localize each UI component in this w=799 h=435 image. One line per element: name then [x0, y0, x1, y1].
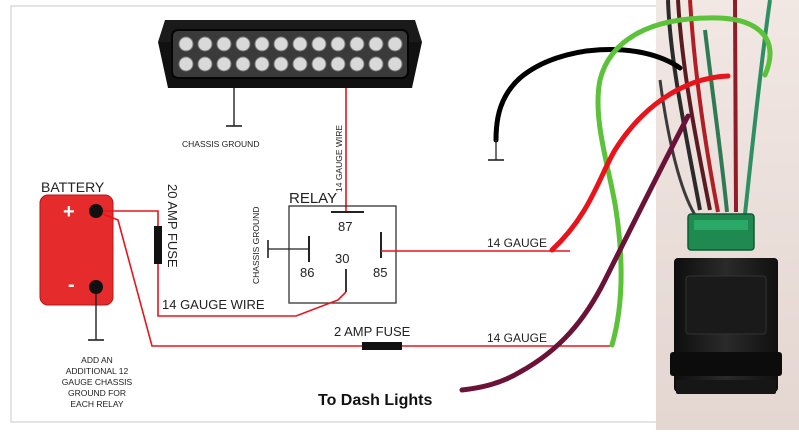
photo-wire-red: [688, 0, 720, 213]
photo-wire-maroon: [676, 0, 712, 211]
relay-pin-87: 87: [338, 219, 352, 234]
led: [216, 56, 232, 72]
relay-title: RELAY: [289, 190, 337, 207]
switch-bezel: [670, 352, 782, 376]
relay-pin-86: 86: [300, 265, 314, 280]
led: [273, 56, 289, 72]
led: [292, 36, 308, 52]
led: [216, 36, 232, 52]
amp-fuse-bottom-label: 2 AMP FUSE: [334, 324, 411, 339]
ground-note-line-3: GAUGE CHASSIS: [62, 377, 133, 387]
battery-negative-terminal: [89, 280, 103, 294]
battery-plus-label: +: [63, 201, 75, 223]
battery-body: [39, 194, 114, 306]
led: [235, 36, 251, 52]
gauge-wire-vertical-label: 14 GAUGE WIRE: [334, 125, 344, 192]
led: [254, 36, 270, 52]
switch-photo: [656, 0, 799, 430]
ground-note-line-2: ADDITIONAL 12: [66, 366, 129, 376]
battery-title: BATTERY: [41, 179, 105, 195]
led: [254, 56, 270, 72]
ground-note-line-4: GROUND FOR: [68, 388, 126, 398]
connector-green: [687, 213, 755, 251]
led: [235, 56, 251, 72]
gauge-wire-bottom-label: 14 GAUGE WIRE: [162, 297, 265, 312]
fuse-icon-20amp: [154, 226, 162, 264]
wire-battery-to-relay30: [103, 210, 347, 317]
dash-lights-label: To Dash Lights: [318, 392, 432, 409]
led: [197, 56, 213, 72]
battery-minus-label: -: [68, 274, 75, 296]
led-light-bar-icon: [158, 20, 422, 88]
ground-note-line-1: ADD AN: [81, 355, 113, 365]
led: [330, 36, 346, 52]
relay-chassis-ground-label: CHASSIS GROUND: [251, 207, 261, 284]
photo-wire-green: [703, 29, 729, 213]
led: [387, 36, 403, 52]
fuse-20amp-label: 20 AMP FUSE: [165, 184, 180, 268]
switch-base: [676, 380, 776, 394]
chassis-ground-top-label: CHASSIS GROUND: [182, 139, 259, 149]
relay-pin-85: 85: [373, 265, 387, 280]
drawn-wire-black: [493, 46, 683, 143]
led: [311, 36, 327, 52]
photo-wire-green-2: [743, 0, 772, 215]
led: [330, 56, 346, 72]
switch-face: [685, 275, 767, 335]
gauge-right-upper-label: 14 GAUGE: [487, 236, 547, 250]
battery-positive-terminal: [89, 204, 103, 218]
ground-note-line-5: EACH RELAY: [70, 399, 124, 409]
relay-box: [288, 205, 397, 304]
led: [178, 36, 194, 52]
led: [387, 56, 403, 72]
led: [349, 36, 365, 52]
led: [349, 56, 365, 72]
connector-highlight: [694, 220, 748, 230]
led: [368, 36, 384, 52]
drawn-wire-maroon: [459, 113, 691, 393]
led: [178, 56, 194, 72]
light-bar-leds: [178, 36, 403, 72]
photo-wire-red-2: [733, 0, 738, 213]
gauge-right-lower-label: 14 GAUGE: [487, 331, 547, 345]
led: [292, 56, 308, 72]
relay-pin-30: 30: [335, 251, 349, 266]
led: [197, 36, 213, 52]
led: [368, 56, 384, 72]
led: [273, 36, 289, 52]
drawn-wire-red: [549, 73, 731, 253]
fuse-icon-2amp: [362, 342, 402, 350]
led: [311, 56, 327, 72]
